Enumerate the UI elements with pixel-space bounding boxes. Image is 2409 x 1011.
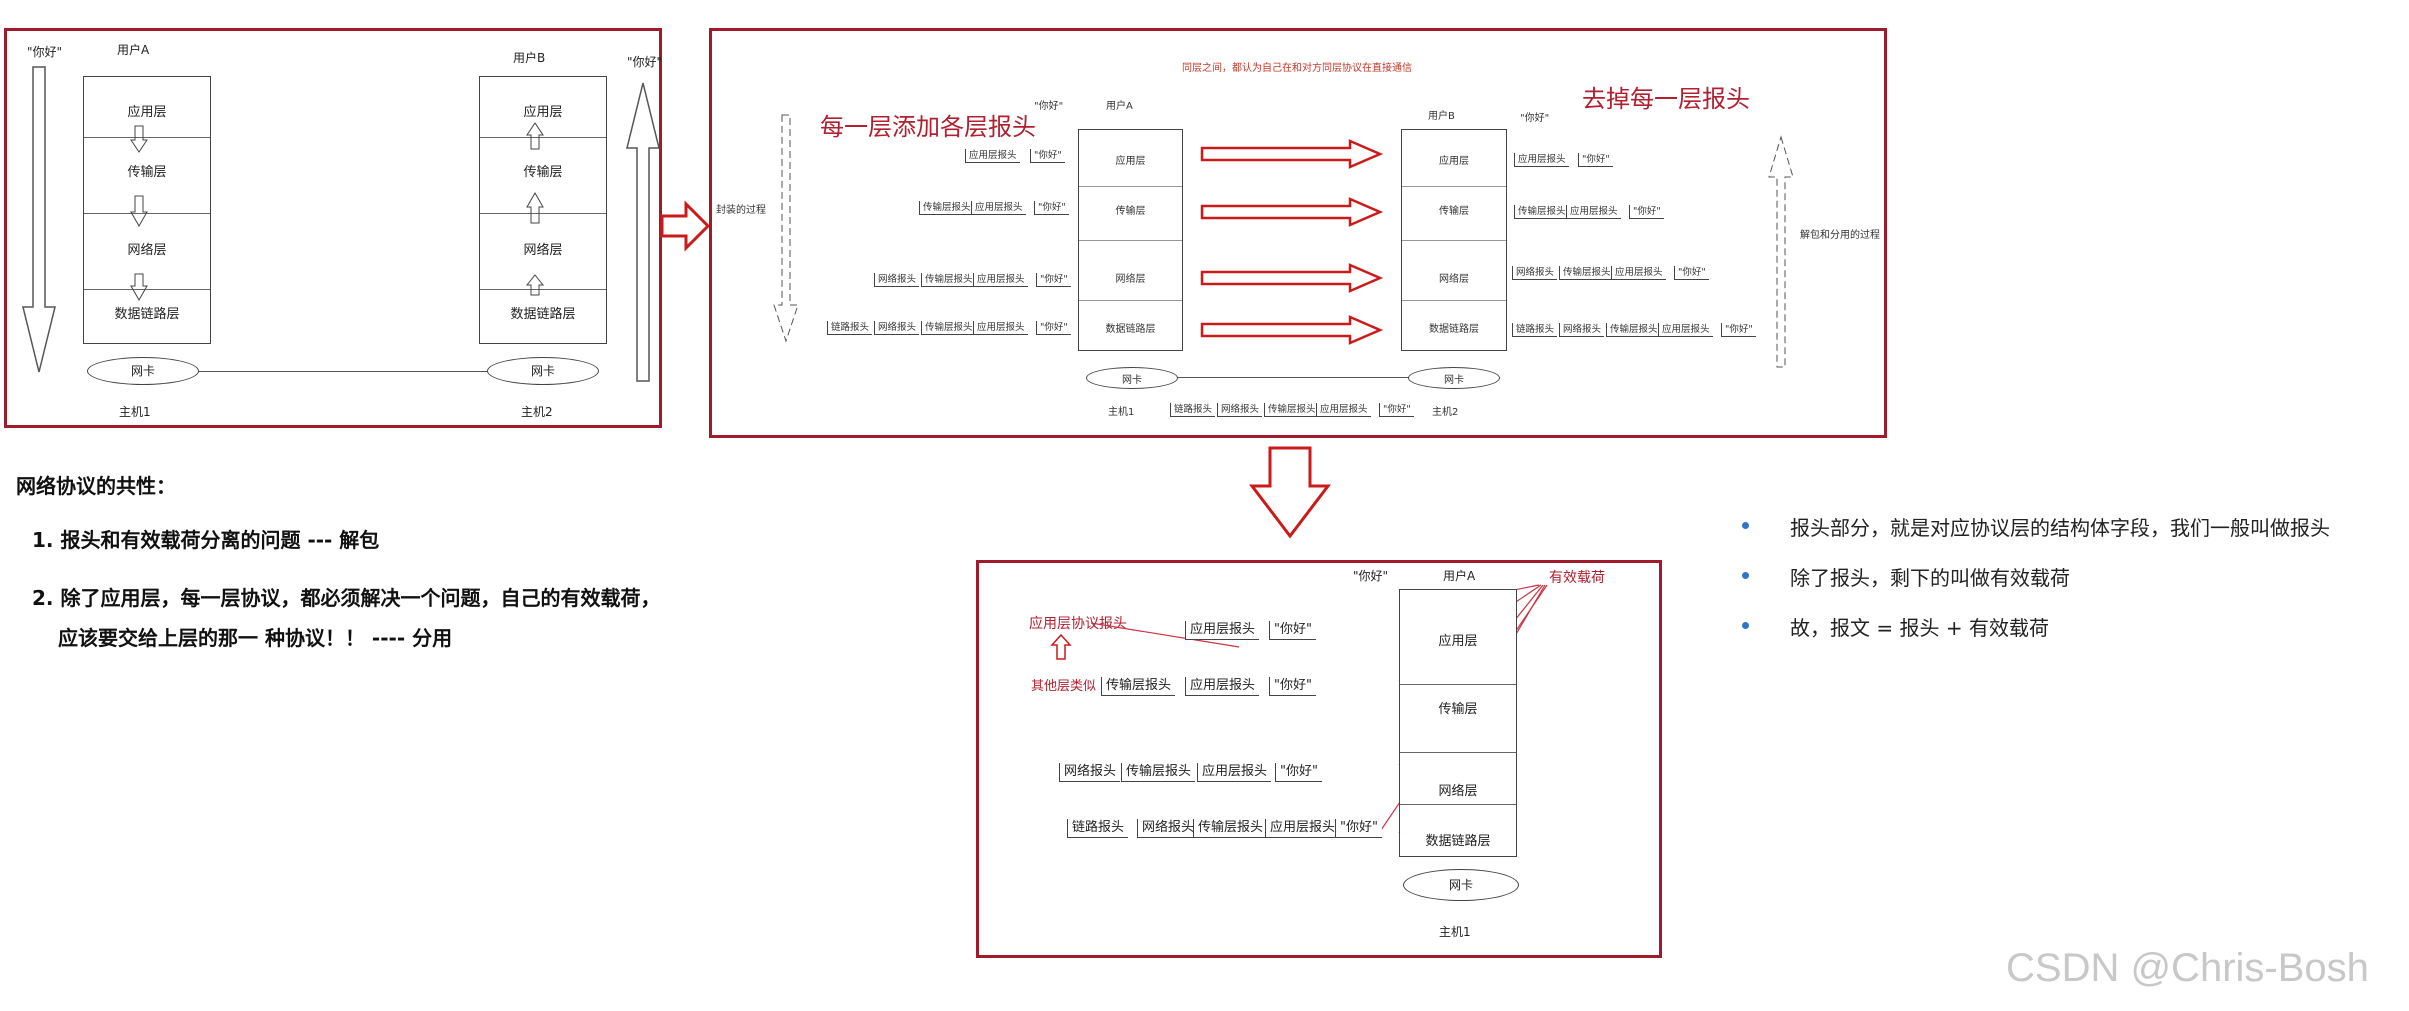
layer-transport: 传输层 [127, 165, 167, 180]
commonality-point-2-line1: 2. 除了应用层，每一层协议，都必须解决一个问题，自己的有效载荷， [32, 586, 661, 610]
layer-network: 网络层 [1115, 274, 1146, 285]
host-a-protocol-stack: 应用层 传输层 网络层 数据链路层 [1399, 589, 1517, 857]
layer-datalink: 数据链路层 [1105, 324, 1156, 335]
add-headers-title: 每一层添加各层报头 [820, 113, 1036, 141]
app-header-label: 应用层协议报头 [1029, 616, 1127, 632]
watermark: CSDN @Chris-Bosh [2006, 946, 2369, 990]
decapsulation-label: 解包和分用的过程 [1800, 230, 1880, 241]
greet-right-label: "你好" [627, 55, 663, 69]
layer-transport: 传输层 [1439, 206, 1469, 217]
up-arrow-red [1050, 633, 1072, 660]
payload-pointer-lines [1090, 584, 1548, 834]
layer-datalink: 数据链路层 [1425, 834, 1491, 849]
user-a-label: 用户A [1443, 569, 1476, 583]
greet-label: "你好" [1034, 101, 1064, 112]
peer-arrow-application [1200, 139, 1384, 169]
panel-layered-model: "你好" 用户A 用户B "你好" 应用层 传输层 网络层 数据链路层 应用层 … [4, 28, 662, 428]
greet-label: "你好" [1353, 569, 1389, 583]
layer-transport: 传输层 [1438, 702, 1478, 717]
encapsulation-label: 封装的过程 [716, 205, 766, 216]
host2-label: 主机2 [1432, 407, 1459, 418]
layer-transport: 传输层 [523, 165, 563, 180]
commonality-point-1: 1. 报头和有效载荷分离的问题 --- 解包 [32, 528, 380, 552]
layer-network: 网络层 [1439, 274, 1469, 285]
network-link-line [197, 371, 497, 372]
layer-network: 网络层 [1438, 784, 1478, 799]
bullet-dot-icon [1742, 572, 1749, 579]
user-a-label: 用户A [117, 43, 150, 57]
panel-payload: "你好" 用户A 有效载荷 应用层协议报头 其他层类似 应用层 传输层 网络层 … [976, 560, 1662, 958]
nic-host-a: 网卡 [87, 357, 199, 385]
host1-label: 主机1 [1108, 407, 1135, 418]
payload-label: 有效载荷 [1549, 570, 1605, 586]
send-down-arrow [22, 66, 56, 373]
greet-label: "你好" [1520, 113, 1550, 124]
remove-headers-title: 去掉每一层报头 [1582, 85, 1750, 113]
host1-label: 主机1 [1439, 925, 1471, 939]
host-b-protocol-stack: 应用层 传输层 网络层 数据链路层 [1401, 129, 1507, 351]
decapsulation-arrow [1768, 135, 1794, 368]
user-b-label: 用户B [1428, 111, 1455, 122]
layer-transport: 传输层 [1115, 206, 1146, 217]
layer-application: 应用层 [523, 105, 563, 120]
peer-arrow-datalink [1200, 315, 1384, 345]
commonality-title: 网络协议的共性： [16, 474, 176, 498]
greet-left-label: "你好" [27, 45, 63, 59]
nic-host-b: 网卡 [487, 357, 599, 385]
peer-arrow-transport [1200, 197, 1384, 227]
peer-comm-note: 同层之间，都认为自己在和对方同层协议在直接通信 [1182, 63, 1412, 74]
peer-arrow-network [1200, 263, 1384, 293]
nic-host-b: 网卡 [1408, 367, 1500, 389]
layer-application: 应用层 [127, 105, 167, 120]
layer-application: 应用层 [1438, 634, 1478, 649]
user-a-label: 用户A [1106, 101, 1133, 112]
to-panel2-arrow [660, 200, 711, 252]
panel-encapsulation: 同层之间，都认为自己在和对方同层协议在直接通信 每一层添加各层报头 去掉每一层报… [709, 28, 1887, 438]
small-down-arrow [130, 125, 148, 302]
encapsulation-arrow [773, 114, 799, 343]
bullet-dot-icon [1742, 522, 1749, 529]
receive-up-arrow [626, 82, 660, 382]
layer-datalink: 数据链路层 [510, 307, 576, 322]
layer-datalink: 数据链路层 [1429, 324, 1479, 335]
commonality-point-2-line2: 应该要交给上层的那一 种协议！！ ---- 分用 [58, 626, 453, 650]
user-b-label: 用户B [513, 51, 546, 65]
bullet-dot-icon [1742, 622, 1749, 629]
host-a-protocol-stack: 应用层 传输层 网络层 数据链路层 [1078, 129, 1183, 351]
network-link-line [1172, 377, 1412, 378]
nic-host-a: 网卡 [1403, 869, 1519, 901]
host-b-protocol-stack: 应用层 传输层 网络层 数据链路层 [479, 76, 607, 344]
host2-label: 主机2 [521, 405, 553, 419]
nic-host-a: 网卡 [1086, 367, 1178, 389]
host-a-protocol-stack: 应用层 传输层 网络层 数据链路层 [83, 76, 211, 344]
layer-network: 网络层 [523, 243, 563, 258]
layer-datalink: 数据链路层 [114, 307, 180, 322]
small-up-arrow [525, 122, 545, 296]
layer-application: 应用层 [1115, 156, 1146, 167]
others-similar-label: 其他层类似 [1031, 679, 1097, 694]
layer-application: 应用层 [1439, 156, 1469, 167]
layer-network: 网络层 [127, 243, 167, 258]
to-panel3-arrow [1248, 446, 1332, 539]
host1-label: 主机1 [119, 405, 151, 419]
